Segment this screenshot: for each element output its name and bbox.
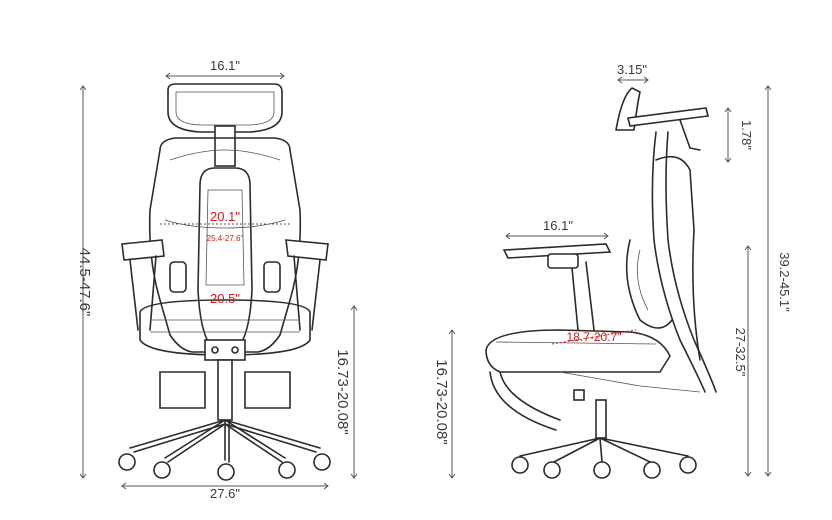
headrest-depth-label: 3.15"	[617, 62, 647, 77]
base-width-label: 27.6"	[210, 486, 240, 501]
backrest-height-label: 39.2-45.1"	[777, 252, 792, 312]
seat-depth-label: 18.7-20.7"	[567, 330, 622, 344]
front-casters	[118, 453, 331, 481]
headrest-adjust-label: 1.78"	[739, 120, 754, 150]
armrest-span-label: 25.4-27.6"	[207, 234, 244, 243]
side-casters	[511, 456, 697, 479]
total-height-label: 44.5-47.6"	[76, 248, 93, 317]
seat-height-front-label: 16.73-20.08"	[334, 349, 351, 434]
side-dimension-lines	[448, 76, 772, 479]
armrest-depth-label: 16.1"	[543, 218, 573, 233]
front-dimension-lines	[79, 72, 358, 490]
side-view-chair	[485, 87, 717, 479]
headrest-width-label: 16.1"	[210, 58, 240, 73]
seat-width-label: 20.5"	[210, 291, 240, 306]
back-width-label: 20.1"	[210, 209, 240, 224]
front-view-chair	[118, 83, 331, 481]
back-height-label: 27-32.5"	[733, 328, 748, 377]
seat-height-side-label: 16.73-20.08"	[433, 359, 450, 444]
